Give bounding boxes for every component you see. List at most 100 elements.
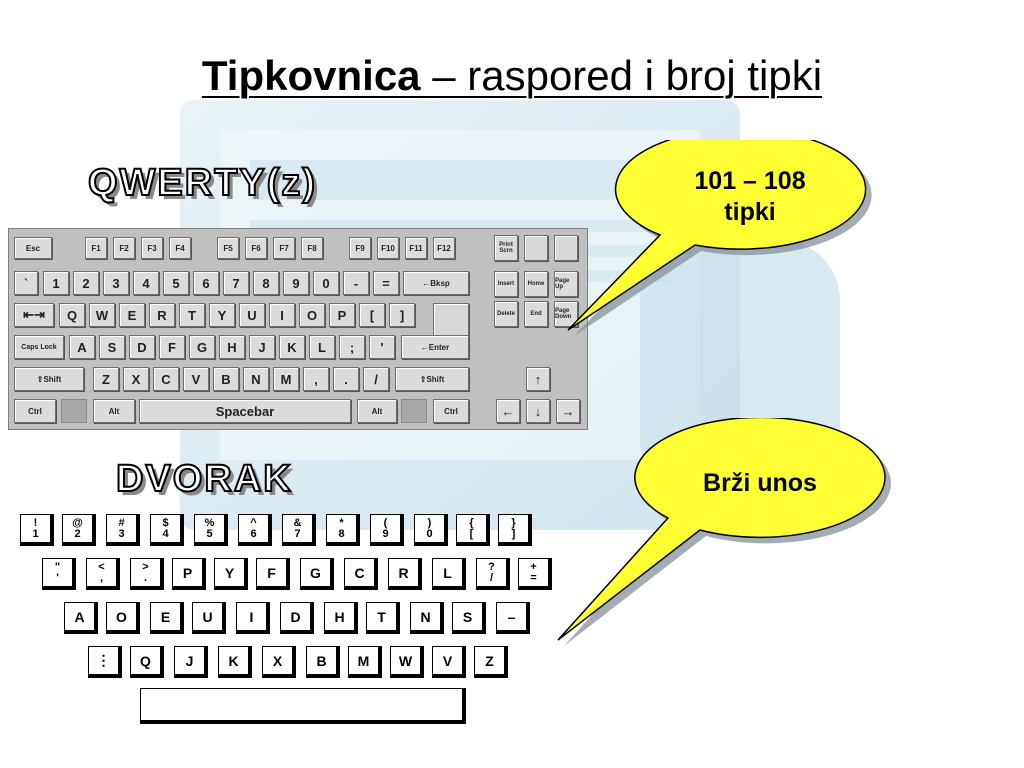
dvorak-key: A [64, 602, 98, 634]
key-f10: F10 [377, 237, 399, 259]
dvorak-key-lower: 2 [74, 527, 81, 540]
dvorak-key-lower: 0 [426, 527, 433, 540]
dvorak-key: Q [130, 646, 164, 678]
key-l: L [309, 335, 335, 359]
key-o: O [299, 303, 325, 327]
dvorak-key-lower: ' [56, 571, 59, 584]
dvorak-key-label: H [334, 608, 345, 625]
dvorak-key: }] [498, 514, 532, 546]
key-f6: F6 [245, 237, 267, 259]
dvorak-key-lower: [ [469, 527, 474, 540]
key-period: . [333, 367, 359, 391]
key-f1: F1 [85, 237, 107, 259]
dvorak-key: – [496, 602, 530, 634]
dvorak-key-upper: ^ [250, 516, 257, 529]
key-f12: F12 [433, 237, 455, 259]
dvorak-key-label: D [290, 608, 301, 625]
key-left-ctrl: Ctrl [14, 399, 56, 423]
dvorak-key-upper: } [511, 516, 516, 529]
dvorak-key-label: K [228, 652, 239, 669]
dvorak-key-upper: # [118, 516, 125, 529]
key-print-screen: Print Scrn [494, 235, 518, 261]
key-page-down: Page Down [554, 301, 578, 327]
dvorak-key-lower: 4 [162, 527, 169, 540]
dvorak-key: )0 [414, 514, 448, 546]
key-9: 9 [283, 271, 309, 295]
dvorak-key: E [150, 602, 184, 634]
key-x: X [123, 367, 149, 391]
dvorak-key-upper: % [204, 516, 215, 529]
callout-qwerty-bubble [567, 140, 872, 336]
dvorak-key: &7 [282, 514, 316, 546]
key-8: 8 [253, 271, 279, 295]
dvorak-key-label: C [354, 564, 365, 581]
dvorak-spacebar [140, 688, 466, 724]
dvorak-key: B [306, 646, 340, 678]
key-5: 5 [163, 271, 189, 295]
callout-dvorak-text: Brži unos [703, 469, 817, 497]
key-e: E [119, 303, 145, 327]
dvorak-key: N [410, 602, 444, 634]
key-f4: F4 [169, 237, 191, 259]
dvorak-key: >. [130, 558, 164, 590]
key-7: 7 [223, 271, 249, 295]
key-tab: ⇤⇥ [14, 303, 54, 327]
dvorak-key: !1 [20, 514, 54, 546]
key-f2: F2 [113, 237, 135, 259]
key-i: I [269, 303, 295, 327]
key-home: Home [524, 271, 548, 297]
dvorak-key: {[ [456, 514, 490, 546]
key-f3: F3 [141, 237, 163, 259]
dvorak-key-lower: 5 [206, 527, 213, 540]
dvorak-key: O [106, 602, 140, 634]
key-left-win [61, 399, 87, 423]
dvorak-key-upper: ) [427, 516, 432, 529]
key-right-ctrl: Ctrl [433, 399, 469, 423]
key-backspace: ←Bksp [403, 271, 469, 295]
key-r: R [149, 303, 175, 327]
key-right-win [401, 399, 427, 423]
dvorak-key-label: ⋮ [96, 652, 111, 668]
dvorak-key-upper: $ [162, 516, 169, 529]
key-backtick: ` [14, 271, 38, 295]
dvorak-key-upper: > [142, 560, 149, 573]
callout-qwerty-line1: 101 – 108 [694, 167, 806, 195]
key-v: V [183, 367, 209, 391]
title-bold: Tipkovnica [201, 52, 421, 99]
dvorak-key-upper: { [469, 516, 474, 529]
dvorak-key: H [324, 602, 358, 634]
dvorak-key: Y [214, 558, 248, 590]
dvorak-key: U [192, 602, 226, 634]
dvorak-key: I [236, 602, 270, 634]
dvorak-key-upper: * [339, 516, 344, 529]
key-enter: ←Enter [401, 335, 469, 359]
dvorak-key-label: M [357, 652, 370, 669]
key-0: 0 [313, 271, 339, 295]
key-esc: Esc [14, 237, 52, 259]
key-end: End [524, 301, 548, 327]
key-q: Q [59, 303, 85, 327]
dvorak-key-label: O [116, 608, 127, 625]
dvorak-key: S [452, 602, 486, 634]
dvorak-key-label: U [202, 608, 213, 625]
key-f11: F11 [405, 237, 427, 259]
dvorak-key: G [300, 558, 334, 590]
dvorak-key-label: S [462, 608, 473, 625]
dvorak-key-lower: 7 [294, 527, 301, 540]
key-p: P [329, 303, 355, 327]
dvorak-key-lower: / [489, 571, 494, 584]
dvorak-key-label: E [160, 608, 171, 625]
key-comma: , [303, 367, 329, 391]
dvorak-key-label: G [310, 564, 321, 581]
key-h: H [219, 335, 245, 359]
key-rbracket: ] [389, 303, 415, 327]
key-left-alt: Alt [93, 399, 135, 423]
page-title: Tipkovnica – raspored i broj tipki [0, 52, 1024, 100]
key-lbracket: [ [359, 303, 385, 327]
dvorak-key-upper: ! [33, 516, 38, 529]
key-arrow-down: ↓ [526, 399, 550, 423]
key-6: 6 [193, 271, 219, 295]
key-u: U [239, 303, 265, 327]
key-n: N [243, 367, 269, 391]
key-s: S [99, 335, 125, 359]
